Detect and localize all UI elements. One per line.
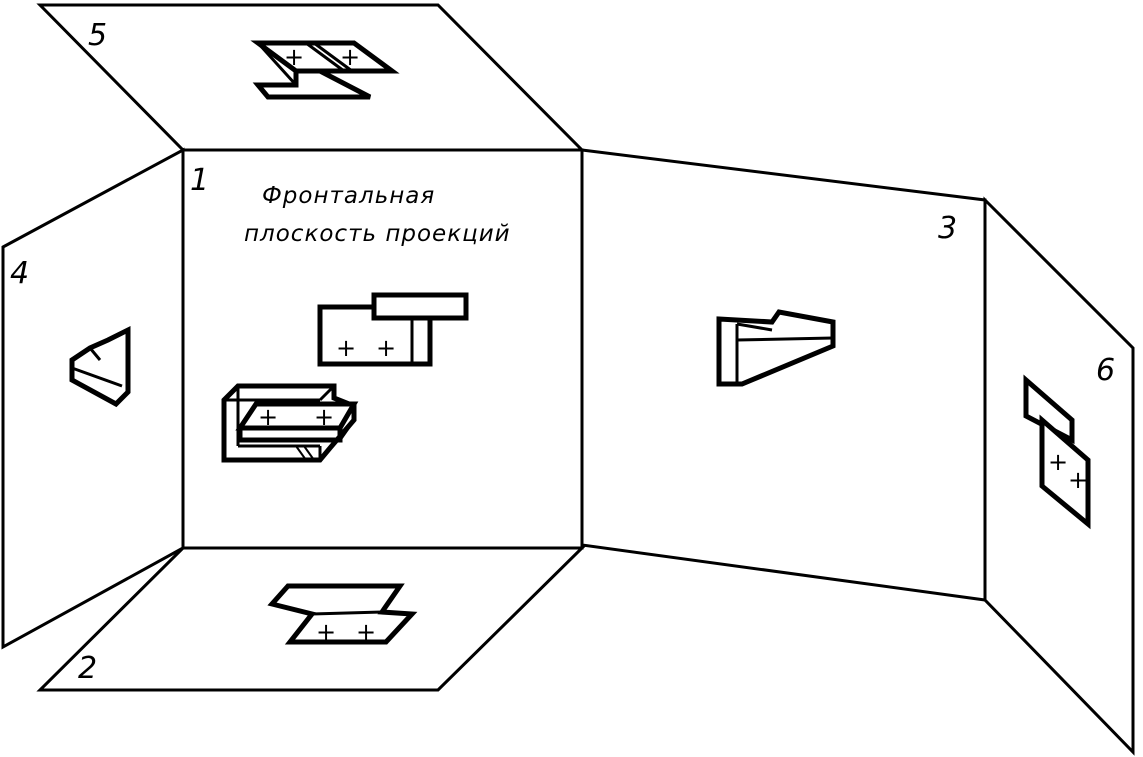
plus-mark: + [340, 43, 360, 71]
plus-mark: + [1048, 448, 1068, 476]
plane-1-projection: + + [317, 292, 469, 367]
plus-mark: + [314, 403, 334, 431]
plane-6: 6 + + [983, 196, 1135, 756]
plane-5-projection: + + [250, 40, 400, 100]
plus-mark: + [284, 43, 304, 71]
plane-5-number: 5 [88, 18, 107, 53]
plane-6-number: 6 [1096, 353, 1115, 388]
plus-mark: + [356, 618, 376, 646]
plane-1-number: 1 [190, 163, 209, 198]
plane-2-number: 2 [78, 651, 97, 686]
plus-mark: + [316, 618, 336, 646]
plane-3-number: 3 [938, 211, 957, 246]
plus-mark: + [336, 334, 356, 362]
plane-5: 5 + + [36, 3, 586, 152]
plane-4: 4 [1, 147, 185, 650]
plane-4-projection [69, 325, 131, 408]
plane-2-projection: + + [267, 583, 418, 646]
detail-object-3d: + + [221, 383, 359, 463]
plus-mark: + [258, 403, 278, 431]
plus-mark: + [376, 334, 396, 362]
frontal-plane-caption-line-2: плоскость проекций [244, 221, 511, 247]
plane-6-projection: + + [1023, 374, 1091, 530]
plane-4-number: 4 [10, 256, 29, 291]
plane-3-projection [716, 309, 836, 387]
plane-3: 3 [580, 148, 987, 602]
frontal-plane-caption-line-1: Фронтальная [262, 183, 435, 209]
plane-1: 1 Фронтальная плоскость проекций + + + + [181, 148, 584, 550]
plus-mark: + [1068, 466, 1088, 494]
